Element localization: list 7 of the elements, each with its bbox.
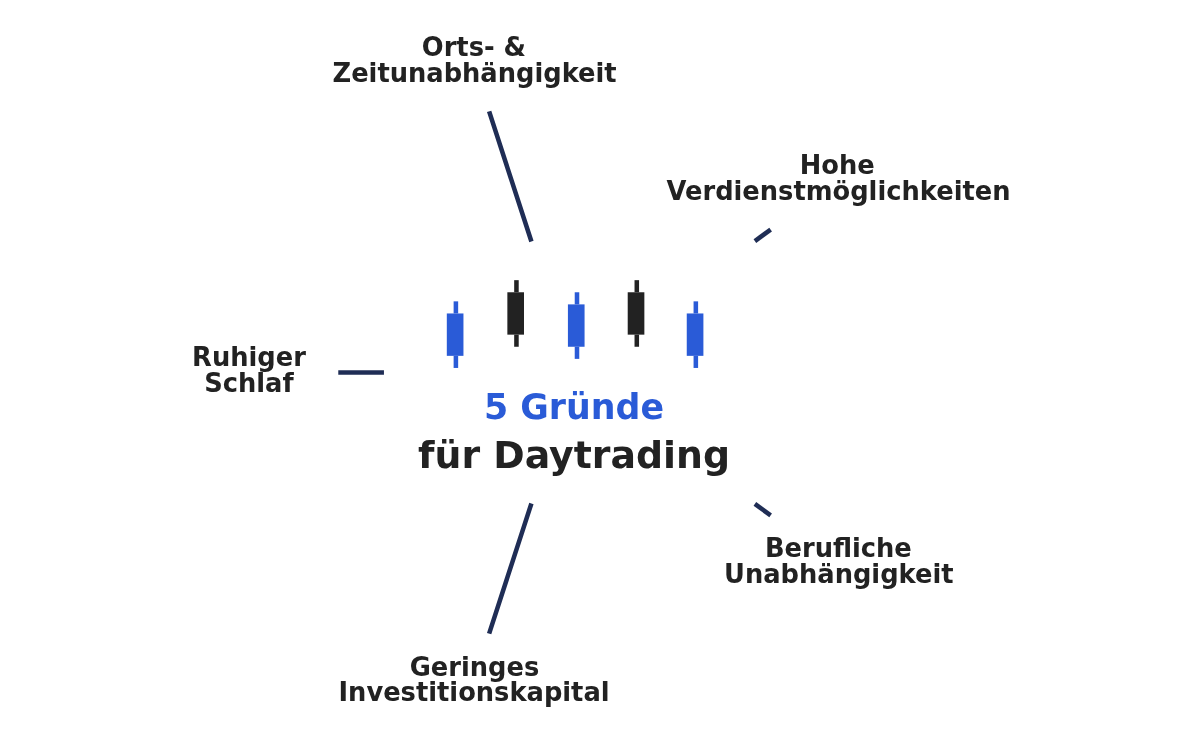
node-text: Orts- & Zeitunabhängigkeit [331, 31, 617, 88]
node-text: Geringes Investitionskapital [338, 651, 610, 708]
node-label: 5 Gründe [483, 386, 664, 427]
node-text: Hohe Verdienstmöglichkeiten [666, 150, 1011, 207]
node-label: für Daytrading [417, 432, 730, 477]
node-text: Berufliche Unabhängigkeit [723, 533, 954, 590]
node-text: Ruhiger Schlaf [191, 341, 306, 398]
